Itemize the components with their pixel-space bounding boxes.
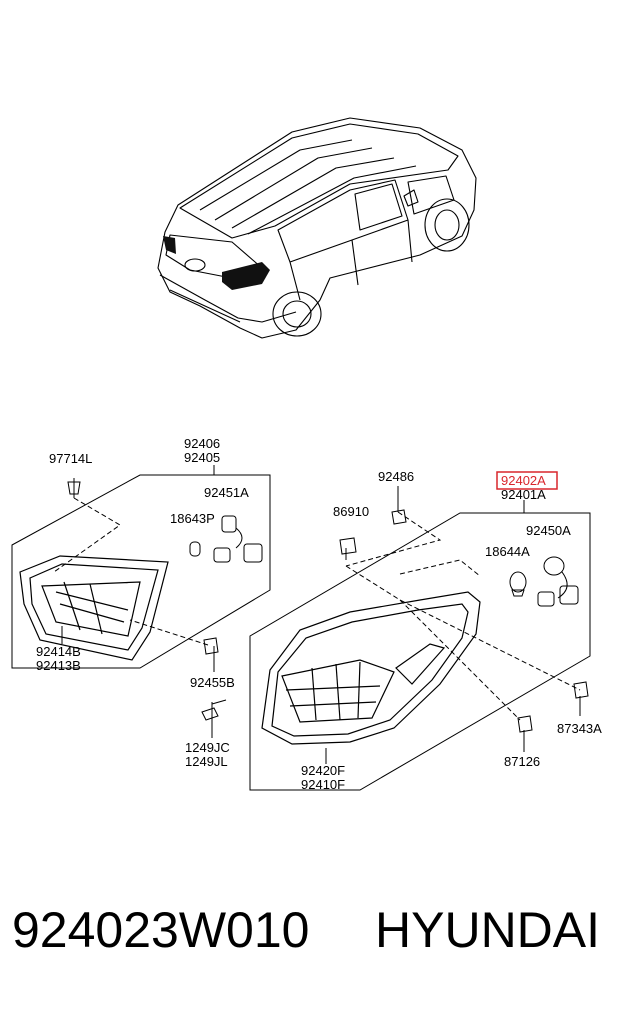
suv-illustration <box>157 117 477 339</box>
bulb-18643P <box>189 541 201 557</box>
bulb-18644A <box>509 571 527 597</box>
highlight-box <box>496 471 558 490</box>
screw-1249JC <box>201 699 227 721</box>
nut-92455B <box>203 637 219 655</box>
bolt-87343A <box>573 681 589 699</box>
outer-lamp-assembly <box>261 591 481 745</box>
inner-lamp-group <box>11 465 271 738</box>
label-92410F: 92410F <box>301 777 345 792</box>
label-92420F: 92420F <box>301 763 345 778</box>
outer-lamp-group <box>249 486 591 791</box>
label-92414B: 92414B <box>36 644 81 659</box>
footer: 924023W010 HYUNDAI <box>0 905 620 975</box>
bulb-socket-92450A <box>537 556 579 607</box>
label-92450A: 92450A <box>526 523 571 538</box>
label-92401A: 92401A <box>501 487 546 502</box>
suv-tail-lamps <box>163 236 270 290</box>
label-87126: 87126 <box>504 754 540 769</box>
clip-86910 <box>339 537 357 555</box>
label-92405: 92405 <box>184 450 220 465</box>
parts-diagram: 97714L 92406 92405 92451A 18643P 92414B … <box>11 117 602 792</box>
label-87343A: 87343A <box>557 721 602 736</box>
nut-92486 <box>391 509 407 525</box>
label-97714L: 97714L <box>49 451 92 466</box>
label-92486: 92486 <box>378 469 414 484</box>
part-number: 924023W010 <box>12 902 310 958</box>
label-92413B: 92413B <box>36 658 81 673</box>
label-18644A: 18644A <box>485 544 530 559</box>
label-92402A: 92402A <box>501 473 546 488</box>
label-86910: 86910 <box>333 504 369 519</box>
label-18643P: 18643P <box>170 511 215 526</box>
label-92451A: 92451A <box>204 485 249 500</box>
brand-name: HYUNDAI <box>375 902 601 958</box>
bulb-socket-92451A <box>213 515 263 563</box>
label-92406: 92406 <box>184 436 220 451</box>
inner-lamp-assembly <box>19 555 169 661</box>
label-92455B: 92455B <box>190 675 235 690</box>
label-1249JC: 1249JC <box>185 740 230 755</box>
label-1249JL: 1249JL <box>185 754 228 769</box>
nut-87126 <box>517 715 533 733</box>
clip-97714L <box>67 481 81 495</box>
